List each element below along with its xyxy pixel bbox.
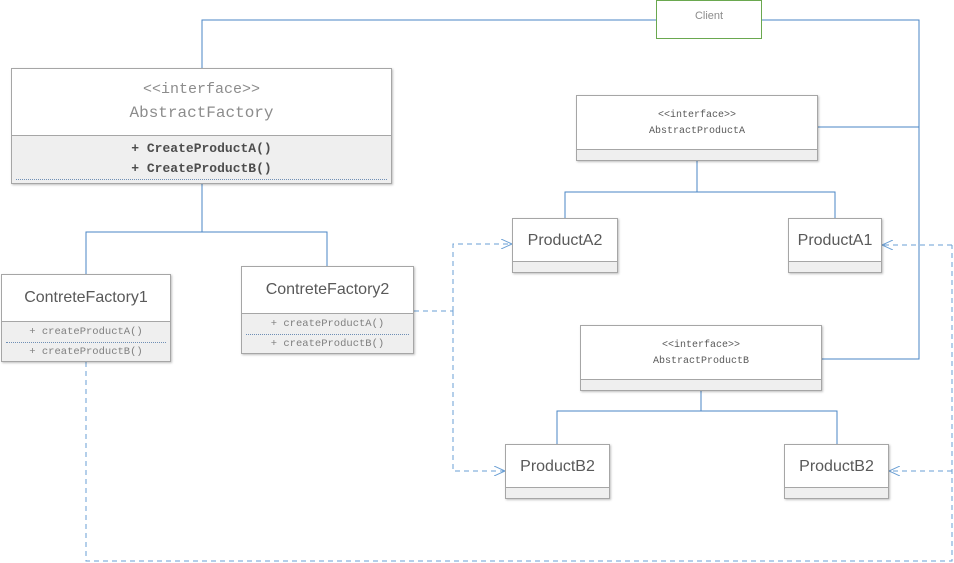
empty-compartment <box>789 261 881 272</box>
abstract-factory-class[interactable]: <<interface>> AbstractFactory + CreatePr… <box>11 68 392 184</box>
abstract-factory-operation: + CreateProductA() <box>131 141 272 156</box>
product-b2-right-class[interactable]: ProductB2 <box>784 444 889 499</box>
concrete-factory1-class[interactable]: ContreteFactory1 + createProductA() + cr… <box>1 274 171 362</box>
empty-compartment <box>513 261 617 272</box>
concrete-factory1-name: ContreteFactory1 <box>24 289 148 306</box>
factory2-to-producta2-arrow <box>452 244 512 311</box>
factory1-dependency-loop <box>85 245 953 562</box>
empty-compartment <box>581 379 821 390</box>
abstract-factory-name: AbstractFactory <box>129 104 274 122</box>
operation-separator <box>16 179 387 180</box>
product-a2-class[interactable]: ProductA2 <box>512 218 618 273</box>
client-label: Client <box>694 10 724 22</box>
concrete-factory2-name: ContreteFactory2 <box>265 281 390 298</box>
concrete-factory2-operation: + createProductA() <box>270 318 385 330</box>
abstract-product-b-class[interactable]: <<interface>> AbstractProductB <box>580 325 822 391</box>
client-box[interactable]: Client <box>656 0 762 39</box>
abstract-product-a-class[interactable]: <<interface>> AbstractProductA <box>576 95 818 161</box>
factory2-to-productb2-arrow <box>452 311 505 471</box>
concrete-factory1-operation: + createProductA() <box>29 326 143 338</box>
product-b2-right-name: ProductB2 <box>799 458 874 475</box>
concrete-factory2-operation: + createProductB() <box>270 338 385 350</box>
operation-separator <box>6 342 166 343</box>
product-a1-class[interactable]: ProductA1 <box>788 218 882 273</box>
operation-separator <box>246 334 409 335</box>
empty-compartment <box>785 487 888 498</box>
product-b2-left-class[interactable]: ProductB2 <box>505 444 610 499</box>
abstract-product-b-stereotype: <<interface>> <box>661 339 740 351</box>
abstract-factory-operation: + CreateProductB() <box>131 161 272 176</box>
abstract-factory-stereotype: <<interface>> <box>142 81 261 98</box>
concrete-factory1-operation: + createProductB() <box>29 346 143 358</box>
product-a1-name: ProductA1 <box>797 232 873 249</box>
client-to-products-line <box>762 19 920 360</box>
empty-compartment <box>506 487 609 498</box>
abstract-product-b-name: AbstractProductB <box>652 355 749 367</box>
product-b2-left-name: ProductB2 <box>520 458 595 475</box>
concrete-factory2-class[interactable]: ContreteFactory2 + createProductA() + cr… <box>241 266 414 354</box>
abstract-product-a-stereotype: <<interface>> <box>657 109 736 121</box>
abstractproductb-inheritance-branch <box>556 410 838 444</box>
product-a2-name: ProductA2 <box>527 232 603 249</box>
client-to-abstractfactory-line <box>201 19 656 68</box>
abstract-product-a-name: AbstractProductA <box>648 125 745 137</box>
empty-compartment <box>577 149 817 160</box>
factory-inheritance-branch <box>85 231 328 274</box>
abstractproducta-inheritance-branch <box>564 191 836 218</box>
